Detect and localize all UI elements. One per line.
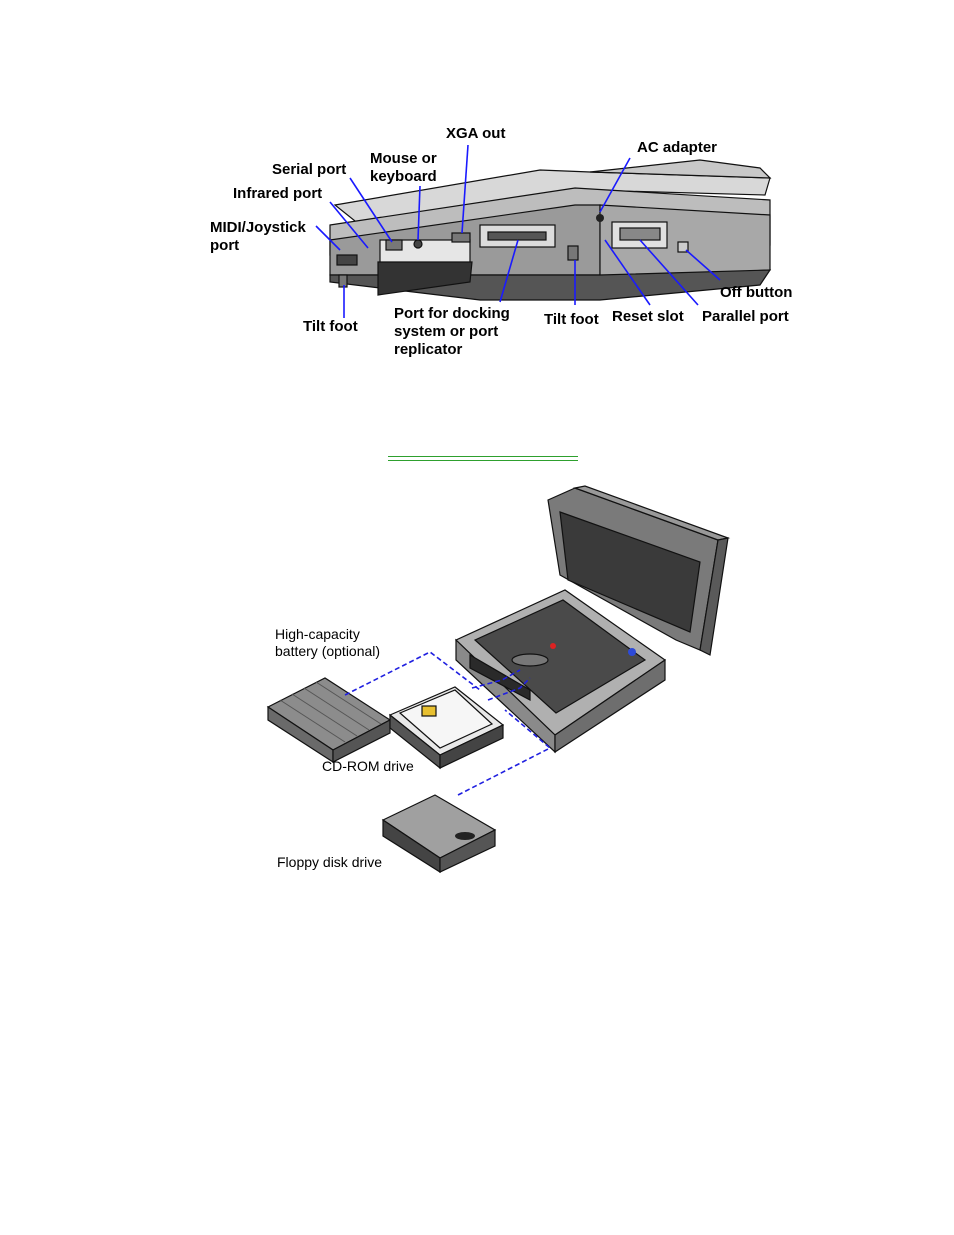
label-infrared-port: Infrared port [233, 185, 322, 202]
label-mouse-keyboard-line1: Mouse or [370, 150, 437, 167]
label-floppy-drive: Floppy disk drive [277, 854, 382, 870]
label-ac-adapter: AC adapter [637, 139, 717, 156]
label-mouse-keyboard-line2: keyboard [370, 168, 437, 185]
label-docking-line2: system or port [394, 323, 498, 340]
label-xga-out: XGA out [446, 125, 505, 142]
label-reset-slot: Reset slot [612, 308, 684, 325]
cdrom-illustration [388, 686, 505, 770]
label-tilt-foot-right: Tilt foot [544, 311, 599, 328]
label-parallel-port: Parallel port [702, 308, 789, 325]
rear-panel-diagram: XGA out AC adapter Mouse or keyboard Ser… [210, 125, 792, 358]
label-serial-port: Serial port [272, 161, 346, 178]
label-docking-line1: Port for docking [394, 305, 510, 322]
label-cdrom-drive: CD-ROM drive [322, 758, 414, 774]
label-off-button: Off button [720, 284, 792, 301]
label-battery-line1: High-capacity [275, 626, 360, 642]
battery-illustration [266, 677, 392, 764]
label-docking-line3: replicator [394, 341, 463, 358]
laptop-rear-illustration [329, 159, 772, 301]
label-midi-joystick-line1: MIDI/Joystick [210, 219, 307, 236]
laptop-open-illustration [454, 485, 731, 754]
label-battery-line2: battery (optional) [275, 643, 380, 659]
dashed-connectors [344, 651, 552, 796]
leader-lines [315, 144, 721, 318]
label-midi-joystick-line2: port [210, 237, 239, 254]
label-tilt-foot-left: Tilt foot [303, 318, 358, 335]
section-divider [388, 456, 578, 461]
floppy-illustration [381, 794, 497, 874]
modules-diagram: High-capacity battery (optional) CD-ROM … [266, 485, 731, 874]
